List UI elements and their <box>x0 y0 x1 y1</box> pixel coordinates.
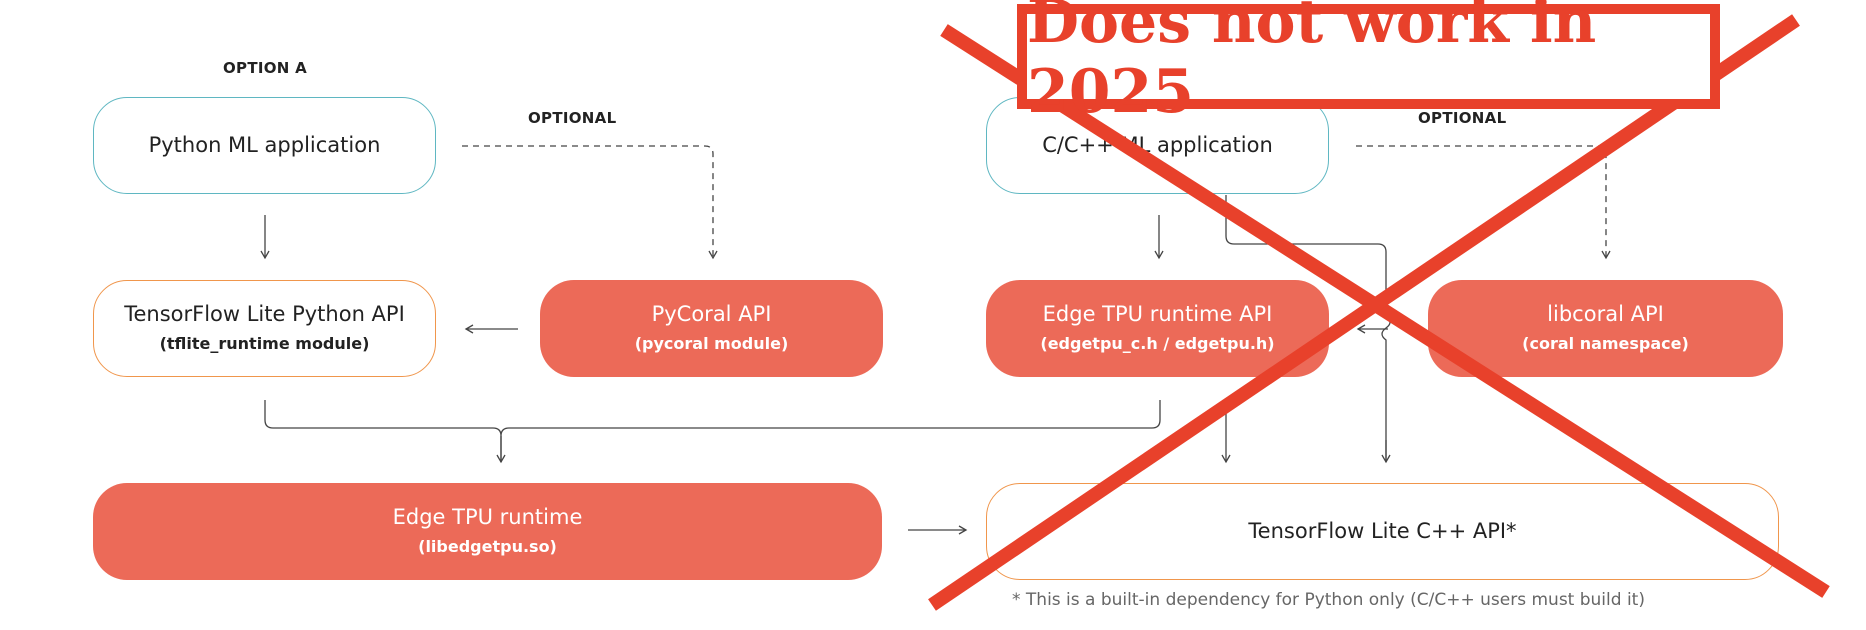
python-ml-application-box: Python ML application <box>93 97 436 194</box>
optional-label-left: OPTIONAL <box>528 109 617 127</box>
cross-stroke-1 <box>940 24 1830 598</box>
box-subtitle: (coral namespace) <box>1522 333 1689 353</box>
box-title: TensorFlow Lite C++ API* <box>1248 519 1517 544</box>
bracket-to-edgetpu-runtime <box>264 400 1161 462</box>
box-subtitle: (edgetpu_c.h / edgetpu.h) <box>1040 333 1275 353</box>
tflite-python-api-box: TensorFlow Lite Python API (tflite_runti… <box>93 280 436 377</box>
box-subtitle: (pycoral module) <box>634 333 789 353</box>
pycoral-api-box: PyCoral API (pycoral module) <box>540 280 883 377</box>
line-cpp-to-tflite-cpp <box>1225 195 1391 460</box>
footnote: * This is a built-in dependency for Pyth… <box>1012 590 1645 610</box>
box-title: PyCoral API <box>651 302 772 327</box>
cpp-ml-application-box: C/C++ ML application <box>986 97 1329 194</box>
box-subtitle: (tflite_runtime module) <box>159 333 370 353</box>
libcoral-api-box: libcoral API (coral namespace) <box>1428 280 1783 377</box>
box-title: C/C++ ML application <box>1042 133 1273 158</box>
box-title: Edge TPU runtime <box>392 505 583 530</box>
edgetpu-runtime-api-box: Edge TPU runtime API (edgetpu_c.h / edge… <box>986 280 1329 377</box>
box-title: Edge TPU runtime API <box>1042 302 1273 327</box>
box-title: TensorFlow Lite Python API <box>124 302 405 327</box>
banner-text: Does not work in 2025 <box>1027 0 1597 127</box>
edgetpu-runtime-box: Edge TPU runtime (libedgetpu.so) <box>93 483 882 580</box>
tflite-cpp-api-box: TensorFlow Lite C++ API* <box>986 483 1779 580</box>
cross-stroke-2 <box>928 14 1800 611</box>
option-a-label: OPTION A <box>223 59 308 77</box>
box-title: libcoral API <box>1547 302 1664 327</box>
does-not-work-banner: Does not work in 2025 <box>1017 0 1720 127</box>
box-subtitle: (libedgetpu.so) <box>418 536 557 556</box>
box-title: Python ML application <box>148 133 381 158</box>
optional-label-right: OPTIONAL <box>1418 109 1507 127</box>
dashed-arrow-python-to-pycoral <box>462 145 718 260</box>
